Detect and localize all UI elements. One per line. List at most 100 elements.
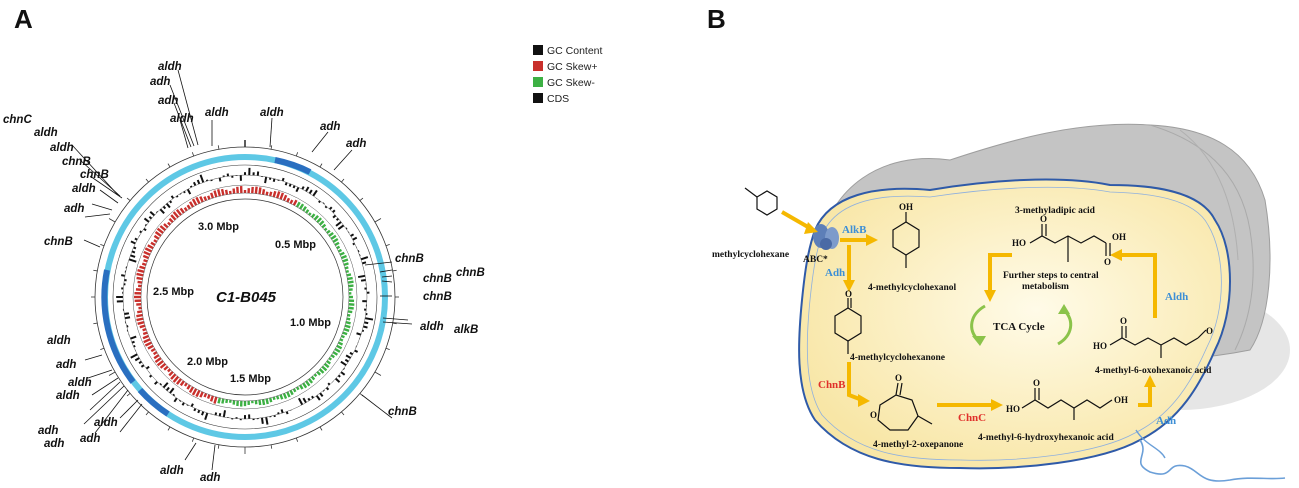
gc-skew-positive-mark: [183, 207, 188, 212]
scale-tick: [270, 444, 273, 449]
gene-label: chnB: [423, 291, 452, 303]
gene-label: adh: [56, 359, 76, 371]
gc-skew-negative-mark: [336, 344, 343, 350]
gc-skew-positive-mark: [209, 395, 215, 402]
gene-label: adh: [44, 438, 64, 450]
gc-content-mark: [197, 409, 201, 414]
tca-arrowhead-right: [1058, 304, 1070, 314]
scale-tick: [108, 218, 116, 223]
gc-content-mark: [334, 377, 341, 383]
atom-o-ring: O: [870, 410, 877, 420]
skew-baseline: [140, 192, 350, 402]
gene-label: aldh: [160, 465, 184, 477]
scale-tick: [392, 269, 397, 272]
gc-skew-positive-mark: [179, 207, 185, 214]
gc-content-mark: [325, 386, 330, 391]
gc-content-mark: [175, 195, 179, 198]
atom-o-adipic-2: O: [1104, 257, 1111, 267]
gc-skew-negative-mark: [275, 395, 280, 400]
gc-skew-negative-mark: [340, 254, 347, 260]
gc-content-mark: [121, 274, 126, 277]
enzyme-adh-1: Adh: [825, 267, 845, 279]
gene-label: alkB: [454, 324, 478, 336]
gene-label: adh: [200, 472, 220, 484]
gc-skew-positive-mark: [153, 354, 160, 360]
scale-tick: [145, 178, 149, 183]
gc-skew-negative-mark: [318, 368, 325, 374]
gc-skew-positive-mark: [139, 265, 146, 270]
gc-content-mark: [162, 205, 167, 210]
gc-skew-negative-mark: [310, 375, 316, 381]
gene-label: aldh: [205, 107, 229, 119]
gc-content-mark: [130, 240, 136, 245]
gc-skew-negative-mark: [258, 399, 262, 406]
gc-skew-negative-mark: [326, 229, 331, 234]
atom-oh: OH: [899, 202, 913, 212]
gc-skew-negative-mark: [313, 215, 319, 221]
gc-content-mark: [311, 395, 315, 399]
gene-label: chnB: [423, 273, 452, 285]
abc-transporter: [813, 224, 839, 250]
gc-skew-negative-mark: [321, 365, 328, 372]
gc-content-mark: [305, 186, 310, 192]
gc-skew-negative-mark: [334, 241, 340, 247]
gc-skew-negative-mark: [305, 380, 311, 387]
cds-dark-segment: [101, 269, 136, 384]
gc-content-mark: [193, 408, 197, 412]
enzyme-aldh: Aldh: [1165, 291, 1188, 303]
panel-b-letter: B: [707, 4, 726, 34]
scale-tick: [341, 178, 345, 183]
gc-content-mark: [350, 233, 355, 237]
gc-skew-negative-mark: [336, 245, 341, 250]
scale-tick: [270, 145, 273, 150]
gc-skew-positive-mark: [136, 272, 144, 277]
gene-label: aldh: [94, 417, 118, 429]
gc-content-mark: [128, 258, 137, 263]
gc-skew-positive-mark: [286, 197, 291, 203]
scale-tick: [374, 218, 382, 223]
scale-tick: [319, 163, 323, 168]
gene-label: aldh: [72, 183, 96, 195]
gc-skew-negative-mark: [217, 397, 222, 404]
gc-skew-negative-mark: [326, 360, 331, 365]
gc-skew-positive-mark: [213, 396, 218, 404]
atom-o-aldehyde: O: [1206, 326, 1213, 336]
gc-skew-negative-mark: [318, 220, 325, 226]
gene-label: adh: [38, 425, 58, 437]
gc-skew-positive-mark: [170, 373, 177, 380]
gc-skew-negative-mark: [346, 273, 352, 277]
gc-skew-positive-mark: [139, 324, 146, 329]
panel-a-letter: A: [14, 4, 33, 34]
gc-skew-positive-mark: [206, 394, 211, 399]
gene-label: chnB: [62, 156, 91, 168]
gene-label: aldh: [68, 377, 92, 389]
gc-skew-positive-mark: [154, 231, 162, 237]
scale-tick: [374, 371, 382, 376]
scale-tick: [167, 426, 171, 431]
gc-content-mark: [189, 185, 193, 188]
gc-skew-positive-mark: [170, 214, 177, 221]
scale-tick: [385, 243, 390, 247]
legend: GC Content GC Skew+ GC Skew- CDS: [533, 45, 603, 105]
gc-content-mark: [285, 411, 289, 415]
scale-tick: [191, 437, 195, 442]
scale-tick: [108, 371, 116, 376]
gc-content-mark: [134, 237, 138, 241]
gc-skew-positive-mark: [159, 362, 167, 369]
gc-skew-positive-mark: [168, 370, 174, 377]
cell-wall-fold-2: [1179, 129, 1239, 261]
gc-skew-negative-mark: [342, 258, 349, 263]
inner-membrane: [806, 186, 1222, 461]
gc-skew-positive-mark: [289, 199, 294, 205]
gc-content-mark: [133, 246, 137, 250]
gc-skew-negative-mark: [313, 373, 318, 378]
scale-label-3.0: 3.0 Mbp: [198, 221, 239, 233]
oxohexanoic-structure: [1109, 326, 1207, 358]
gc-skew-positive-mark: [172, 211, 180, 219]
gene-label: adh: [320, 121, 340, 133]
gc-skew-positive-mark: [292, 199, 298, 206]
gc-skew-negative-mark: [334, 347, 341, 353]
gc-skew-negative-mark: [225, 399, 229, 404]
gc-skew-positive-mark: [143, 338, 151, 344]
gc-content-mark: [301, 186, 305, 190]
